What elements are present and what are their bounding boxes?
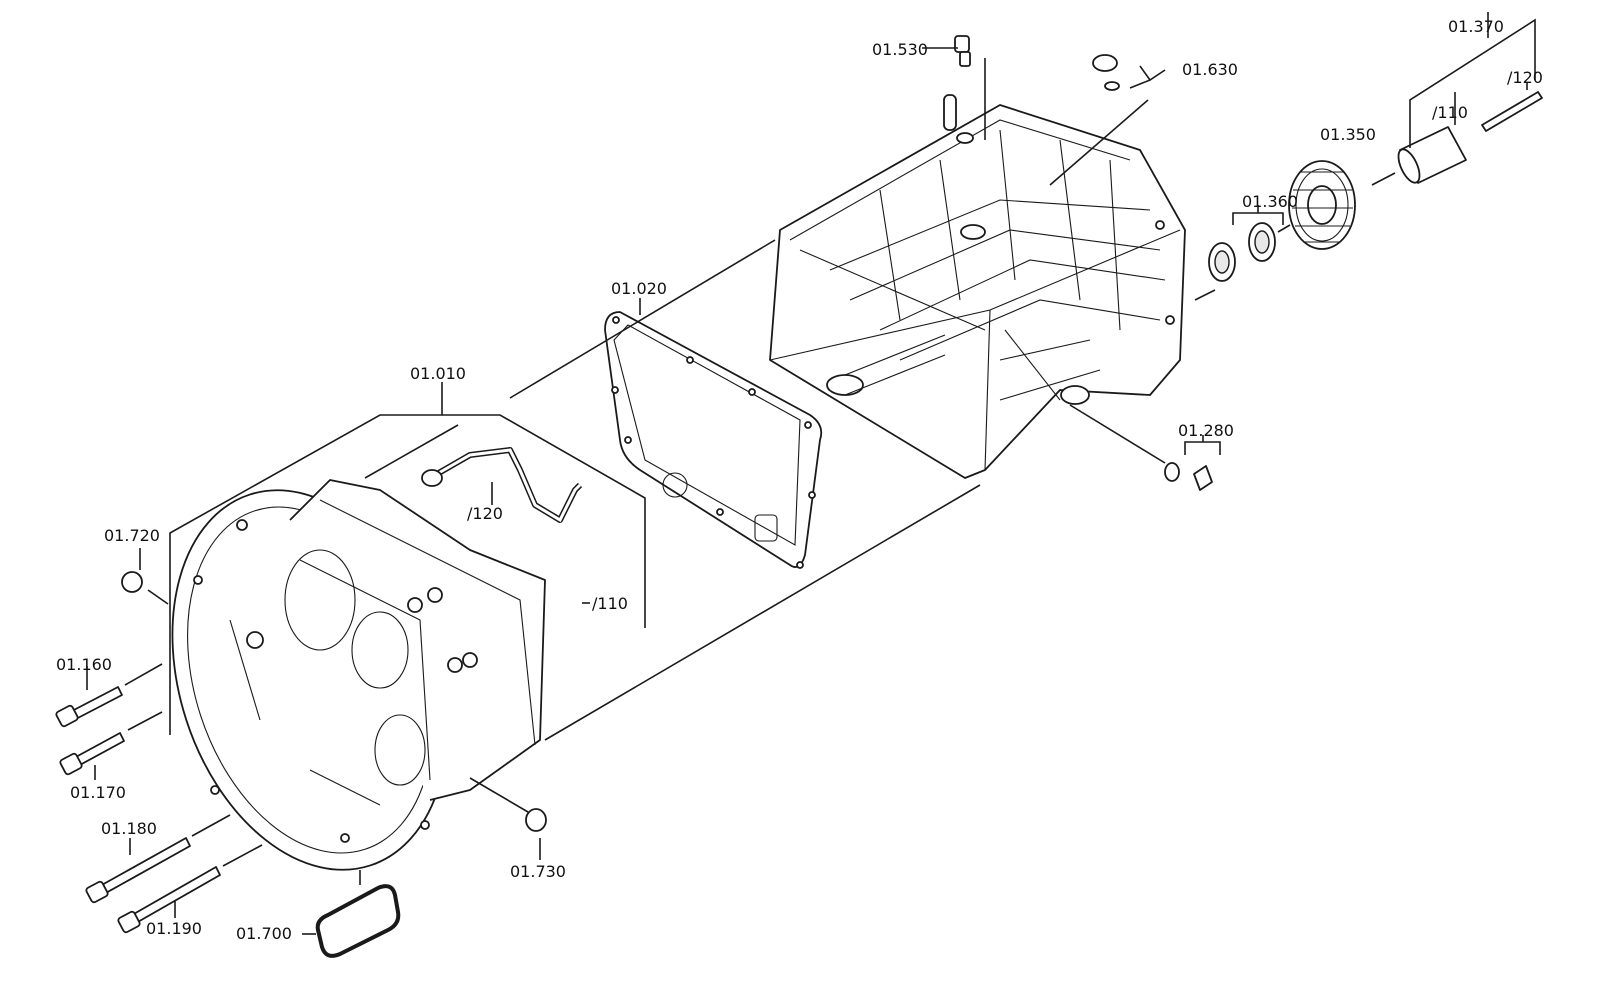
plug-01-720 xyxy=(121,571,143,593)
clutch-housing xyxy=(171,479,546,871)
seal-01-700 xyxy=(315,884,401,958)
label-01-370: 01.370 xyxy=(1448,17,1504,36)
pin-01-370-120 xyxy=(1481,91,1543,132)
plug-01-280 xyxy=(1164,462,1213,491)
gasket-01-020 xyxy=(604,311,823,569)
plug-01-730 xyxy=(525,808,547,832)
label-01-020: 01.020 xyxy=(611,279,667,298)
gearbox-housing xyxy=(769,94,1186,479)
label-01-170: 01.170 xyxy=(70,783,126,802)
label-01-190: 01.190 xyxy=(146,919,202,938)
shaft-01-370-110 xyxy=(1397,126,1467,184)
label-01-530: 01.530 xyxy=(872,40,928,59)
fitting-01-530 xyxy=(954,35,971,67)
label-01-370-110: /110 xyxy=(1432,103,1468,122)
bolt-01-190 xyxy=(117,866,221,934)
bolt-01-180 xyxy=(85,837,191,904)
label-01-720: 01.720 xyxy=(104,526,160,545)
label-01-700: 01.700 xyxy=(236,924,292,943)
label-01-010: 01.010 xyxy=(410,364,466,383)
label-01-730: 01.730 xyxy=(510,862,566,881)
gear-01-350 xyxy=(1288,160,1356,250)
label-01-280: 01.280 xyxy=(1178,421,1234,440)
bolt-01-160 xyxy=(55,686,123,728)
label-01-160: 01.160 xyxy=(56,655,112,674)
label-01-370-120: /120 xyxy=(1507,68,1543,87)
label-01-350: 01.350 xyxy=(1320,125,1376,144)
label-01-630: 01.630 xyxy=(1182,60,1238,79)
bolt-01-170 xyxy=(59,732,125,776)
label-01-360: 01.360 xyxy=(1242,192,1298,211)
part-labels: 01.530 01.630 01.370 /120 /110 01.350 01… xyxy=(56,17,1543,943)
label-01-180: 01.180 xyxy=(101,819,157,838)
label-01-010-120: /120 xyxy=(467,504,503,523)
oil-pipe xyxy=(421,447,583,523)
bearing-01-360 xyxy=(1208,222,1276,282)
plug-01-630 xyxy=(1092,54,1120,91)
label-01-010-110: /110 xyxy=(592,594,628,613)
leader-lines xyxy=(86,12,1536,935)
